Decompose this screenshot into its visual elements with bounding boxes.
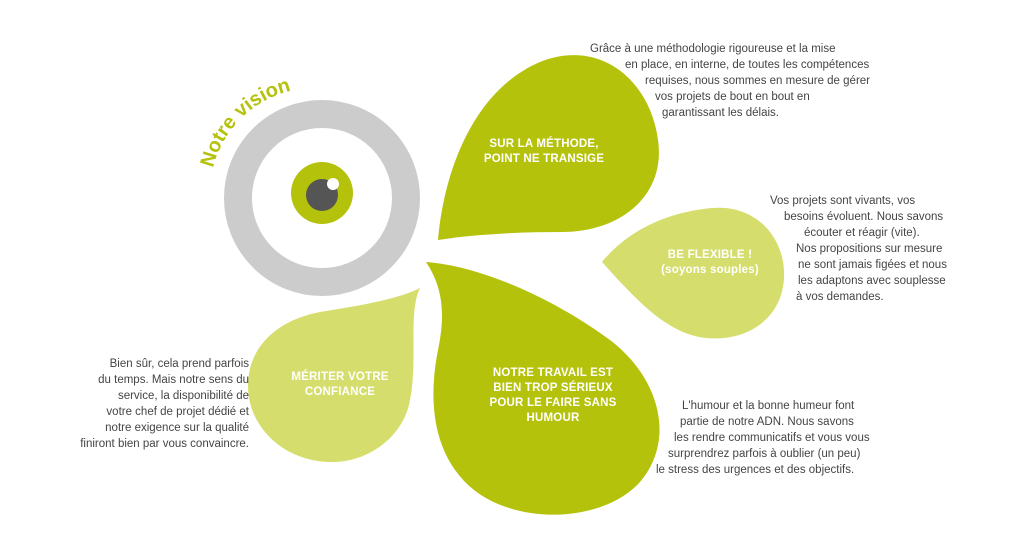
label-line: SUR LA MÉTHODE, xyxy=(489,138,599,150)
text-line: Bien sûr, cela prend parfois xyxy=(109,358,249,370)
text-line: Grâce à une méthodologie rigoureuse et l… xyxy=(590,43,836,55)
text-line: finiront bien par vous convaincre. xyxy=(80,438,249,450)
text-line: L'humour et la bonne humeur font xyxy=(682,400,855,412)
text-line: service, la disponibilité de xyxy=(117,390,249,402)
text-line: écouter et réagir (vite). xyxy=(804,227,920,239)
text-line: Vos projets sont vivants, vos xyxy=(770,195,916,207)
text-line: du temps. Mais notre sens du xyxy=(98,374,249,386)
text-line: besoins évoluent. Nous savons xyxy=(784,211,944,223)
text-line: notre exigence sur la qualité xyxy=(105,422,249,434)
petal-confiance xyxy=(248,288,420,463)
petal-flexible xyxy=(602,207,785,339)
text-line: garantissant les délais. xyxy=(662,107,779,119)
petal-confiance-label: MÉRITER VOTRE CONFIANCE xyxy=(270,370,410,400)
vision-ring xyxy=(224,100,420,296)
eye-highlight xyxy=(327,178,339,190)
label-line: NOTRE TRAVAIL EST xyxy=(492,367,614,379)
flexible-description: Vos projets sont vivants, vos besoins év… xyxy=(770,193,947,305)
petal-flexible-label: BE FLEXIBLE ! (soyons souples) xyxy=(640,248,780,278)
label-line: BIEN TROP SÉRIEUX xyxy=(493,382,613,394)
label-line: POUR LE FAIRE SANS xyxy=(489,397,617,409)
petal-methode xyxy=(438,55,659,241)
text-line: ne sont jamais figées et nous xyxy=(798,259,947,271)
text-line: le stress des urgences et des objectifs. xyxy=(656,464,855,476)
text-line: requises, nous sommes en mesure de gérer xyxy=(645,75,870,87)
label-line: (soyons souples) xyxy=(661,264,759,276)
petal-methode-label: SUR LA MÉTHODE, POINT NE TRANSIGE xyxy=(474,137,614,167)
text-line: à vos demandes. xyxy=(796,291,884,303)
text-line: partie de notre ADN. Nous savons xyxy=(680,416,854,428)
methode-description: Grâce à une méthodologie rigoureuse et l… xyxy=(590,41,870,121)
text-line: votre chef de projet dédié et xyxy=(106,406,249,418)
petal-humour-label: NOTRE TRAVAIL EST BIEN TROP SÉRIEUX POUR… xyxy=(478,366,628,426)
text-line: les adaptons avec souplesse xyxy=(798,275,946,287)
label-line: CONFIANCE xyxy=(304,386,376,398)
text-line: surprendrez parfois à oublier (un peu) xyxy=(668,448,861,460)
text-line: Nos propositions sur mesure xyxy=(796,243,943,255)
label-line: BE FLEXIBLE ! xyxy=(667,249,753,261)
label-line: POINT NE TRANSIGE xyxy=(483,153,605,165)
text-line: vos projets de bout en bout en xyxy=(655,91,810,103)
label-line: HUMOUR xyxy=(526,412,580,424)
label-line: MÉRITER VOTRE xyxy=(291,371,389,383)
text-line: en place, en interne, de toutes les comp… xyxy=(625,59,870,71)
humour-description: L'humour et la bonne humeur font partie … xyxy=(656,398,870,478)
confiance-description: Bien sûr, cela prend parfois du temps. M… xyxy=(73,356,249,452)
text-line: les rendre communicatifs et vous vous xyxy=(674,432,870,444)
petal-humour xyxy=(426,262,660,515)
